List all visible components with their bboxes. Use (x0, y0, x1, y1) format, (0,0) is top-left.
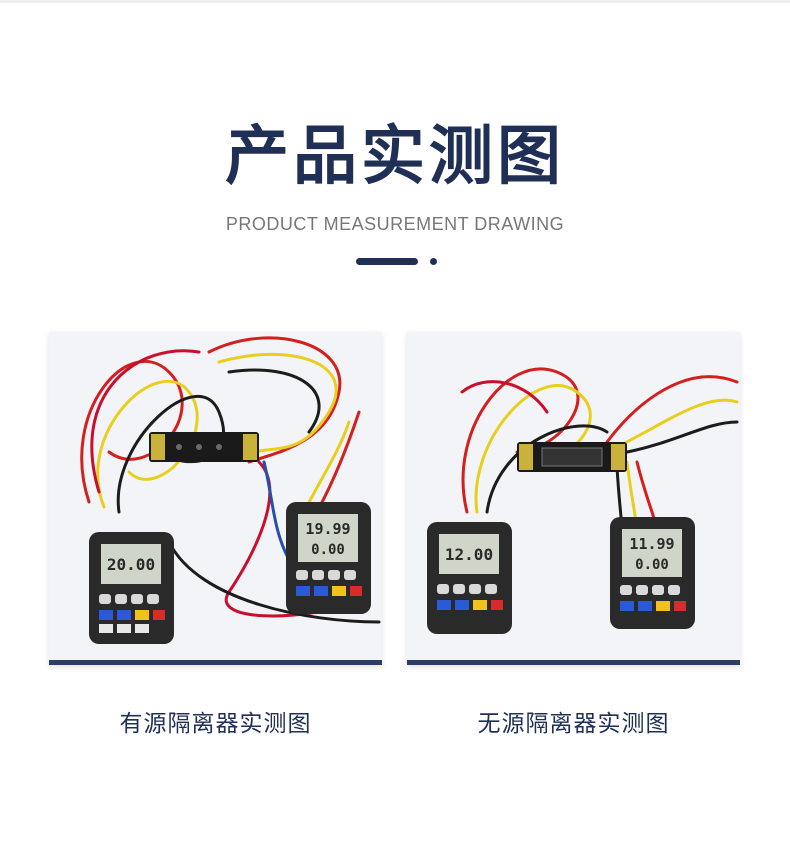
accent-dot (430, 258, 437, 265)
page-subtitle: PRODUCT MEASUREMENT DRAWING (225, 214, 565, 234)
meter-reading-top: 12.00 (445, 545, 493, 564)
photo-illustration: 12.00 11.99 0.00 (427, 367, 739, 634)
page-title: 产品实测图 (225, 120, 565, 194)
calibrator-meter: 11.99 0.00 (610, 517, 695, 629)
photo-passive-isolator: 12.00 11.99 0.00 (407, 332, 740, 665)
meter-reading-bottom: 0.00 (311, 542, 345, 558)
meter-reading-top: 11.99 (629, 535, 674, 553)
photo-active-isolator: 20.00 19.99 0.00 (49, 332, 382, 665)
meter-reading-top: 19.99 (305, 520, 350, 538)
frame-underline (49, 660, 382, 665)
calibrator-meter: 19.99 0.00 (286, 502, 371, 614)
caption-passive-isolator: 无源隔离器实测图 (477, 711, 670, 737)
photo-illustration: 20.00 19.99 0.00 (80, 336, 381, 644)
frame-underline (407, 660, 740, 665)
calibrator-meter: 12.00 (427, 522, 512, 634)
caption-active-isolator: 有源隔离器实测图 (119, 711, 312, 737)
meter-reading-top: 20.00 (107, 555, 155, 574)
calibrator-meter: 20.00 (89, 532, 174, 644)
meter-reading-bottom: 0.00 (635, 557, 669, 573)
accent-bar (356, 258, 418, 265)
top-divider (0, 0, 790, 3)
